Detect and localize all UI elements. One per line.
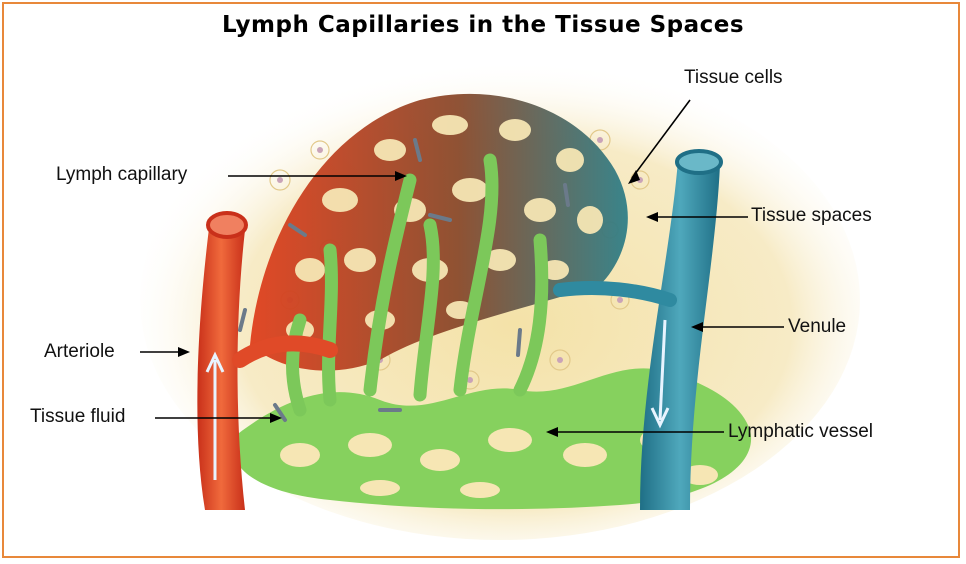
lymph-capillary-branches — [286, 153, 549, 417]
label-lymph-capillary: Lymph capillary — [56, 164, 188, 185]
label-arteriole: Arteriole — [44, 341, 115, 362]
label-venule: Venule — [788, 316, 847, 337]
arteriole-branch — [232, 335, 338, 368]
blood-capillary-network — [250, 93, 628, 371]
page-title: Lymph Capillaries in the Tissue Spaces — [221, 12, 745, 38]
flow-arrows — [205, 319, 670, 480]
label-tissue-spaces: Tissue spaces — [751, 205, 872, 226]
fluid-flow-arrows — [238, 138, 570, 422]
venule-opening — [675, 149, 723, 175]
leader-lines — [140, 99, 784, 433]
label-tissue-cells: Tissue cells — [684, 67, 783, 88]
leader-arrowheads — [178, 170, 703, 437]
label-tissue-fluid: Tissue fluid — [30, 406, 126, 427]
venule-branch — [553, 281, 677, 307]
lymph-mesh-holes — [280, 428, 718, 498]
label-lymphatic-vessel: Lymphatic vessel — [728, 421, 874, 442]
arteriole-opening — [206, 211, 248, 239]
